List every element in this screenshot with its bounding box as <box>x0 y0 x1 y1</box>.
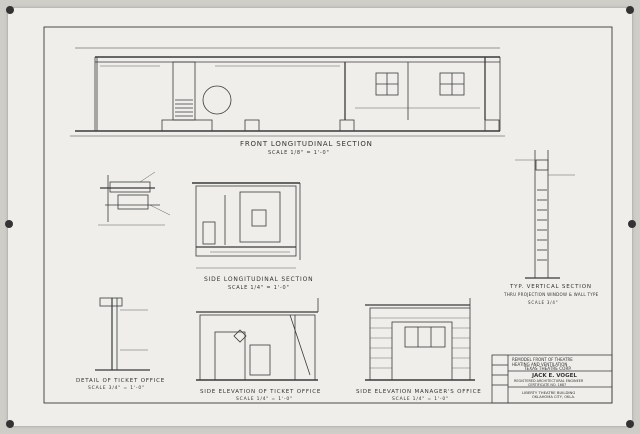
detail-marquee-drawing <box>98 171 171 226</box>
detail-ticket-drawing <box>95 297 150 371</box>
side-section-scale: Scale 1/4" = 1'-0" <box>228 285 290 291</box>
pin-bottom-right <box>626 420 634 428</box>
side-elev-manager-scale: Scale 1/4" = 1'-0" <box>392 397 449 402</box>
title-block-architect: Jack E. Vogel <box>532 373 577 379</box>
side-section-drawing <box>192 182 301 269</box>
typ-vertical-section-drawing <box>515 150 575 279</box>
title-block-project-1: Remodel Front of Theatre <box>512 357 573 362</box>
pin-top-right <box>626 6 634 14</box>
side-section-title: Side Longitudinal Section <box>204 276 314 283</box>
detail-scale: Scale 3/4" = 1'-0" <box>88 386 145 391</box>
side-elevation-ticket-drawing <box>196 298 319 381</box>
title-block-project-2: Heating and Ventilation <box>512 362 568 367</box>
title-block-location: Liberty Theatre Building <box>522 390 576 395</box>
title-block-city: Oklahoma City, Okla. <box>532 395 576 399</box>
detail-title: Detail of Ticket Office <box>76 378 166 384</box>
title-block-frame <box>491 354 613 404</box>
side-elev-ticket-title: Side Elevation of Ticket Office <box>200 389 322 395</box>
front-section-scale: Scale 1/8" = 1'-0" <box>268 150 330 156</box>
front-section-title: Front Longitudinal Section <box>240 140 373 148</box>
pin-bottom-left <box>6 420 14 428</box>
pin-mid-left <box>5 220 13 228</box>
pin-mid-right <box>628 220 636 228</box>
title-block-certificate: Certificate No. 1687 <box>528 383 567 387</box>
side-elevation-manager-drawing <box>365 298 475 381</box>
typ-vertical-title: Typ. Vertical Section <box>510 284 592 290</box>
front-section-drawing <box>70 47 505 137</box>
side-elev-ticket-scale: Scale 1/4" = 1'-0" <box>236 397 293 402</box>
pin-top-left <box>6 6 14 14</box>
typ-vertical-scale: Scale 3/4" <box>528 300 559 305</box>
side-elev-manager-title: Side Elevation Manager's Office <box>356 389 482 395</box>
title-block-project-3: Texas Theatre Corp. <box>524 366 572 371</box>
typ-vertical-subtitle: Thru Projection Window & Wall Type <box>504 292 599 297</box>
sheet-border <box>43 26 613 404</box>
title-block-role: Registered Architectural Engineer <box>514 379 584 383</box>
